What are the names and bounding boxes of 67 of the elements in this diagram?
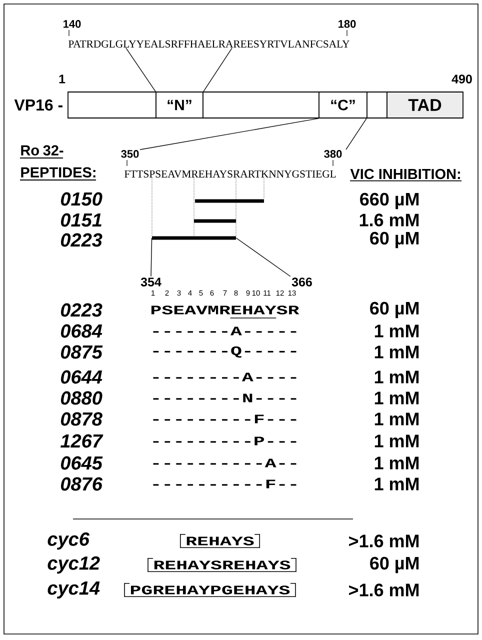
leader-line bbox=[140, 118, 319, 150]
residue-number: 350 bbox=[121, 150, 139, 158]
peptide-name: 0151 bbox=[60, 213, 102, 227]
inhibition-value: 1 mM bbox=[374, 412, 419, 426]
peptide-name: 0876 bbox=[60, 477, 103, 491]
position-number: 1 bbox=[59, 74, 66, 84]
substitution-row: -------Q----- bbox=[153, 346, 296, 358]
peptide-sequence: PSEAVMREHAYSR bbox=[151, 306, 300, 318]
residue-number: 180 bbox=[338, 20, 356, 28]
column-heading: VIC INHIBITION: bbox=[350, 168, 462, 182]
peptide-bar bbox=[195, 199, 264, 203]
peptide-name: 0150 bbox=[60, 192, 102, 206]
inhibition-value: 1 mM bbox=[374, 346, 419, 358]
substitution-row: ---------P--- bbox=[153, 436, 296, 446]
peptide-name: cyc12 bbox=[48, 556, 100, 574]
inhibition-value: 660 µM bbox=[360, 192, 419, 210]
domain-segment bbox=[366, 92, 388, 118]
position-number: 490 bbox=[452, 74, 472, 84]
inhibition-value: 1 mM bbox=[374, 392, 419, 404]
inhibition-value: 60 µM bbox=[370, 302, 419, 318]
residue-number: 380 bbox=[324, 150, 342, 158]
inhibition-value: 1 mM bbox=[374, 370, 419, 384]
leader-line bbox=[150, 238, 152, 277]
leader-line bbox=[236, 238, 291, 277]
cyclic-peptide: PGREHAYPGEHAYS bbox=[124, 583, 296, 597]
inhibition-value: 1 mM bbox=[374, 434, 419, 448]
sequence-text: FTTSPSEAVMREHAYSRARTKNNYGSTIEGL bbox=[124, 170, 336, 178]
peptide-name: 0684 bbox=[60, 324, 102, 338]
cyclic-peptide: REHAYS bbox=[180, 534, 260, 548]
domain-segment bbox=[68, 92, 156, 118]
inhibition-value: 1.6 mM bbox=[360, 214, 419, 226]
domain-box: TAD bbox=[386, 92, 464, 118]
substitution-row: --------N---- bbox=[153, 394, 296, 402]
sequence-text: PATRDGLGLYYEALSRFFHAELRAREESYRTVLANFCSALY bbox=[68, 40, 350, 48]
peptide-name: 0223 bbox=[60, 233, 102, 247]
peptide-name: 0878 bbox=[60, 412, 102, 426]
substitution-row: --------A---- bbox=[153, 372, 296, 382]
inhibition-value: >1.6 mM bbox=[349, 584, 419, 596]
peptide-name: 0875 bbox=[60, 345, 103, 359]
domain-box: “N” bbox=[156, 92, 204, 118]
inhibition-value: 1 mM bbox=[374, 456, 419, 470]
peptide-name: 0644 bbox=[60, 370, 102, 384]
residue-number: 366 bbox=[292, 278, 312, 286]
peptide-name: cyc6 bbox=[48, 532, 90, 550]
residue-number: 140 bbox=[64, 20, 81, 28]
inhibition-value: 1 mM bbox=[374, 478, 419, 490]
cyclic-peptide: REHAYSREHAYS bbox=[148, 558, 296, 572]
leader-line bbox=[126, 48, 156, 92]
residue-number: 354 bbox=[140, 278, 162, 286]
peptide-name: cyc14 bbox=[48, 582, 100, 598]
column-heading: Ro 32- PEPTIDES: bbox=[20, 145, 96, 180]
inhibition-value: 60 µM bbox=[370, 232, 419, 248]
inhibition-value: >1.6 mM bbox=[349, 534, 419, 548]
peptide-name: 0880 bbox=[60, 391, 102, 405]
peptide-name: 1267 bbox=[60, 434, 104, 448]
inhibition-value: 1 mM bbox=[374, 324, 419, 338]
leader-line bbox=[346, 118, 367, 150]
leader-line bbox=[203, 48, 232, 92]
peptide-bar bbox=[152, 236, 236, 240]
peptide-bar bbox=[194, 219, 236, 223]
substitution-row: ----------A-- bbox=[153, 458, 296, 468]
peptide-name: 0645 bbox=[60, 456, 103, 470]
substitution-row: -------A----- bbox=[153, 326, 296, 336]
substitution-row: ----------F-- bbox=[153, 480, 296, 488]
inhibition-value: 60 µM bbox=[370, 556, 419, 574]
substitution-row: ---------F--- bbox=[153, 414, 296, 424]
peptide-name: 0223 bbox=[60, 303, 102, 317]
